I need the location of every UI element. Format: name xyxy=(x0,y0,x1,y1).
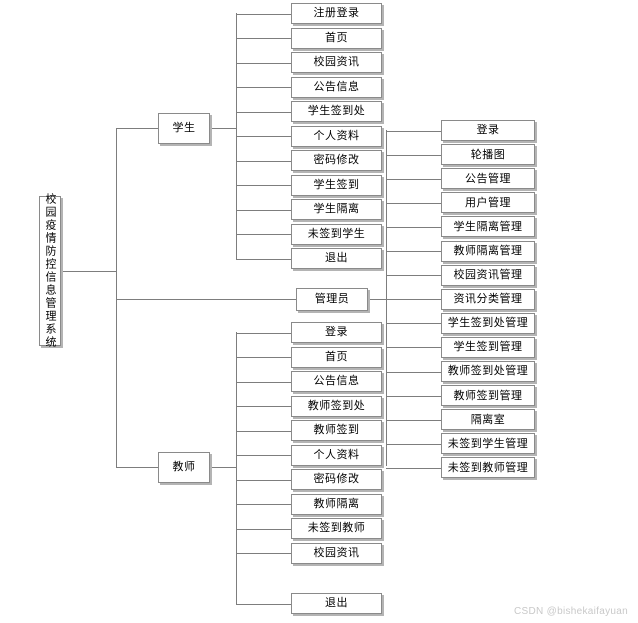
role-node-admin[interactable]: 管理员 xyxy=(296,288,368,311)
admin-leaf-item[interactable]: 教师签到管理 xyxy=(441,385,535,407)
connector-main-to-admin xyxy=(116,299,296,300)
connector-teacher-leaf-1 xyxy=(236,332,291,334)
admin-leaf-item[interactable]: 未签到学生管理 xyxy=(441,433,535,455)
admin-leaf-item[interactable]: 资讯分类管理 xyxy=(441,288,535,310)
connector-student-leaf-11 xyxy=(236,258,291,260)
connector-admin-leaf-8 xyxy=(386,299,441,301)
connector-admin-leaf-9 xyxy=(386,323,441,325)
connector-teacher-leaf-6 xyxy=(236,455,291,456)
connector-teacher-leaf-10 xyxy=(236,553,291,554)
connector-student-leaf-5 xyxy=(236,111,291,113)
teacher-leaf-item[interactable]: 教师签到处 xyxy=(291,395,382,417)
admin-leaf-item[interactable]: 公告管理 xyxy=(441,168,535,190)
connector-admin-leaf-4 xyxy=(386,202,441,204)
watermark: CSDN @bishekaifayuan xyxy=(514,606,628,617)
connector-teacher-leaf-2 xyxy=(236,357,291,358)
connector-admin-leaf-7 xyxy=(386,275,441,277)
student-leaf-item[interactable]: 校园资讯 xyxy=(291,52,382,73)
connector-admin-trunk xyxy=(386,130,387,466)
admin-leaf-item[interactable]: 教师签到处管理 xyxy=(441,361,535,382)
connector-student-leaf-10 xyxy=(236,234,291,235)
teacher-leaf-item[interactable]: 未签到教师 xyxy=(291,518,382,539)
student-leaf-item[interactable]: 首页 xyxy=(291,27,382,49)
connector-admin-leaf-5 xyxy=(386,226,441,228)
connector-student-leaf-6 xyxy=(236,136,291,137)
teacher-leaf-item[interactable]: 校园资讯 xyxy=(291,542,382,564)
connector-admin-leaf-6 xyxy=(386,251,441,252)
connector-root-stem xyxy=(61,271,117,272)
connector-teacher-trunk xyxy=(236,332,237,604)
connector-teacher-leaf-7 xyxy=(236,479,291,481)
admin-leaf-item[interactable]: 学生隔离管理 xyxy=(441,216,535,238)
connector-admin-leaf-2 xyxy=(386,154,441,156)
student-leaf-item[interactable]: 学生签到处 xyxy=(291,101,382,122)
connector-teacher-leaf-11 xyxy=(236,603,291,605)
connector-student-leaf-7 xyxy=(236,160,291,162)
student-leaf-item[interactable]: 个人资料 xyxy=(291,125,382,147)
teacher-leaf-item[interactable]: 登录 xyxy=(291,322,382,343)
connector-teacher-to-trunk xyxy=(210,467,237,468)
connector-teacher-leaf-8 xyxy=(236,504,291,505)
role-node-teacher[interactable]: 教师 xyxy=(158,452,210,483)
student-leaf-item[interactable]: 公告信息 xyxy=(291,76,382,98)
teacher-leaf-item[interactable]: 退出 xyxy=(291,593,382,614)
connector-main-to-teacher xyxy=(116,467,158,468)
student-leaf-item[interactable]: 注册登录 xyxy=(291,3,382,24)
teacher-leaf-item[interactable]: 教师签到 xyxy=(291,420,382,441)
connector-student-leaf-4 xyxy=(236,87,291,88)
connector-teacher-leaf-4 xyxy=(236,406,291,407)
student-leaf-item[interactable]: 密码修改 xyxy=(291,150,382,171)
connector-teacher-leaf-3 xyxy=(236,381,291,383)
admin-leaf-item[interactable]: 教师隔离管理 xyxy=(441,240,535,262)
connector-admin-leaf-11 xyxy=(386,371,441,373)
connector-student-leaf-3 xyxy=(236,62,291,64)
teacher-leaf-item[interactable]: 教师隔离 xyxy=(291,493,382,515)
admin-leaf-item[interactable]: 校园资讯管理 xyxy=(441,264,535,286)
connector-admin-leaf-10 xyxy=(386,347,441,349)
connector-admin-leaf-12 xyxy=(386,395,441,397)
admin-leaf-item[interactable]: 轮播图 xyxy=(441,144,535,166)
admin-leaf-item[interactable]: 学生签到处管理 xyxy=(441,312,535,334)
admin-leaf-item[interactable]: 用户管理 xyxy=(441,192,535,214)
connector-student-leaf-2 xyxy=(236,38,291,39)
connector-main-trunk xyxy=(116,128,117,468)
admin-leaf-item[interactable]: 未签到教师管理 xyxy=(441,457,535,479)
student-leaf-item[interactable]: 退出 xyxy=(291,248,382,269)
role-node-student[interactable]: 学生 xyxy=(158,113,210,144)
student-leaf-item[interactable]: 学生隔离 xyxy=(291,199,382,220)
admin-leaf-item[interactable]: 隔离室 xyxy=(441,409,535,431)
connector-teacher-leaf-5 xyxy=(236,430,291,432)
connector-admin-leaf-3 xyxy=(386,178,441,180)
connector-admin-leaf-13 xyxy=(386,419,441,421)
connector-student-to-trunk xyxy=(210,128,237,129)
connector-student-leaf-1 xyxy=(236,13,291,15)
student-leaf-item[interactable]: 未签到学生 xyxy=(291,223,382,245)
connector-main-to-student xyxy=(116,128,158,129)
teacher-leaf-item[interactable]: 首页 xyxy=(291,346,382,368)
root-node-campus-epidemic-system[interactable]: 校园疫情防控信息管理系统 xyxy=(39,193,61,349)
admin-leaf-item[interactable]: 登录 xyxy=(441,120,535,141)
connector-student-leaf-9 xyxy=(236,209,291,211)
connector-admin-to-trunk xyxy=(368,299,387,300)
connector-admin-leaf-1 xyxy=(386,130,441,132)
teacher-leaf-item[interactable]: 密码修改 xyxy=(291,469,382,490)
teacher-leaf-item[interactable]: 公告信息 xyxy=(291,371,382,392)
connector-admin-leaf-15 xyxy=(386,467,441,469)
connector-student-leaf-8 xyxy=(236,185,291,186)
teacher-leaf-item[interactable]: 个人资料 xyxy=(291,444,382,466)
student-leaf-item[interactable]: 学生签到 xyxy=(291,174,382,196)
connector-admin-leaf-14 xyxy=(386,443,441,445)
connector-teacher-leaf-9 xyxy=(236,528,291,530)
admin-leaf-item[interactable]: 学生签到管理 xyxy=(441,336,535,358)
